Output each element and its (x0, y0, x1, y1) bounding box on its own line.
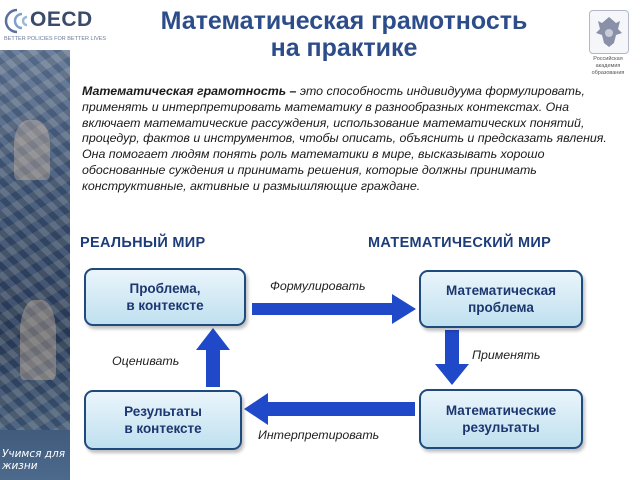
math-results-line2: результаты (462, 420, 540, 435)
math-problem-box: Математическая проблема (419, 270, 583, 328)
emblem-caption: Российская академия образования (591, 56, 625, 76)
oecd-name: OECD (30, 8, 93, 31)
left-decorative-sidebar: Учимся для жизни (0, 0, 70, 480)
sidebar-pattern (0, 50, 70, 430)
page-title-line1: Математическая грамотность (160, 7, 528, 35)
problem-in-context-box: Проблема, в контексте (84, 268, 246, 326)
page-title-line2: на практике (270, 34, 418, 62)
russian-emblem-icon (589, 10, 629, 54)
oecd-logo-icon (4, 8, 28, 34)
sidebar-figure (20, 300, 56, 380)
interpret-arrow (244, 393, 415, 425)
problem-in-context-line2: в контексте (126, 298, 204, 313)
sidebar-caption-line1: Учимся для (2, 448, 66, 460)
apply-arrow (435, 330, 469, 385)
results-in-context-box: Результаты в контексте (84, 390, 242, 450)
page-title: Математическая грамотность на практике (118, 8, 570, 62)
emblem: Российская академия образования (583, 10, 633, 76)
oecd-logo: OECD BETTER POLICIES FOR BETTER LIVES (0, 0, 118, 50)
problem-in-context-line1: Проблема, (129, 281, 201, 296)
sidebar-caption: Учимся для жизни (2, 448, 66, 472)
math-world-header: МАТЕМАТИЧЕСКИЙ МИР (368, 235, 552, 251)
sidebar-caption-line2: жизни (2, 460, 38, 472)
math-results-box: Математические результаты (419, 389, 583, 449)
interpret-label: Интерпретировать (258, 428, 380, 442)
apply-label: Применять (472, 348, 541, 362)
math-problem-line1: Математическая (446, 283, 556, 298)
definition-term: Математическая грамотность – (82, 84, 297, 98)
definition-text: это способность индивидуума формулироват… (82, 84, 607, 193)
real-world-header: РЕАЛЬНЫЙ МИР (80, 235, 206, 251)
formulate-label: Формулировать (270, 279, 366, 293)
results-in-context-line1: Результаты (124, 404, 202, 419)
definition-paragraph: Математическая грамотность – это способн… (82, 84, 630, 195)
evaluate-label: Оценивать (112, 354, 180, 368)
math-problem-line2: проблема (468, 300, 534, 315)
formulate-arrow (252, 294, 416, 324)
oecd-tagline: BETTER POLICIES FOR BETTER LIVES (4, 36, 107, 42)
sidebar-figure (14, 120, 50, 180)
results-in-context-line2: в контексте (124, 421, 202, 436)
math-results-line1: Математические (445, 403, 557, 418)
evaluate-arrow (196, 328, 230, 387)
